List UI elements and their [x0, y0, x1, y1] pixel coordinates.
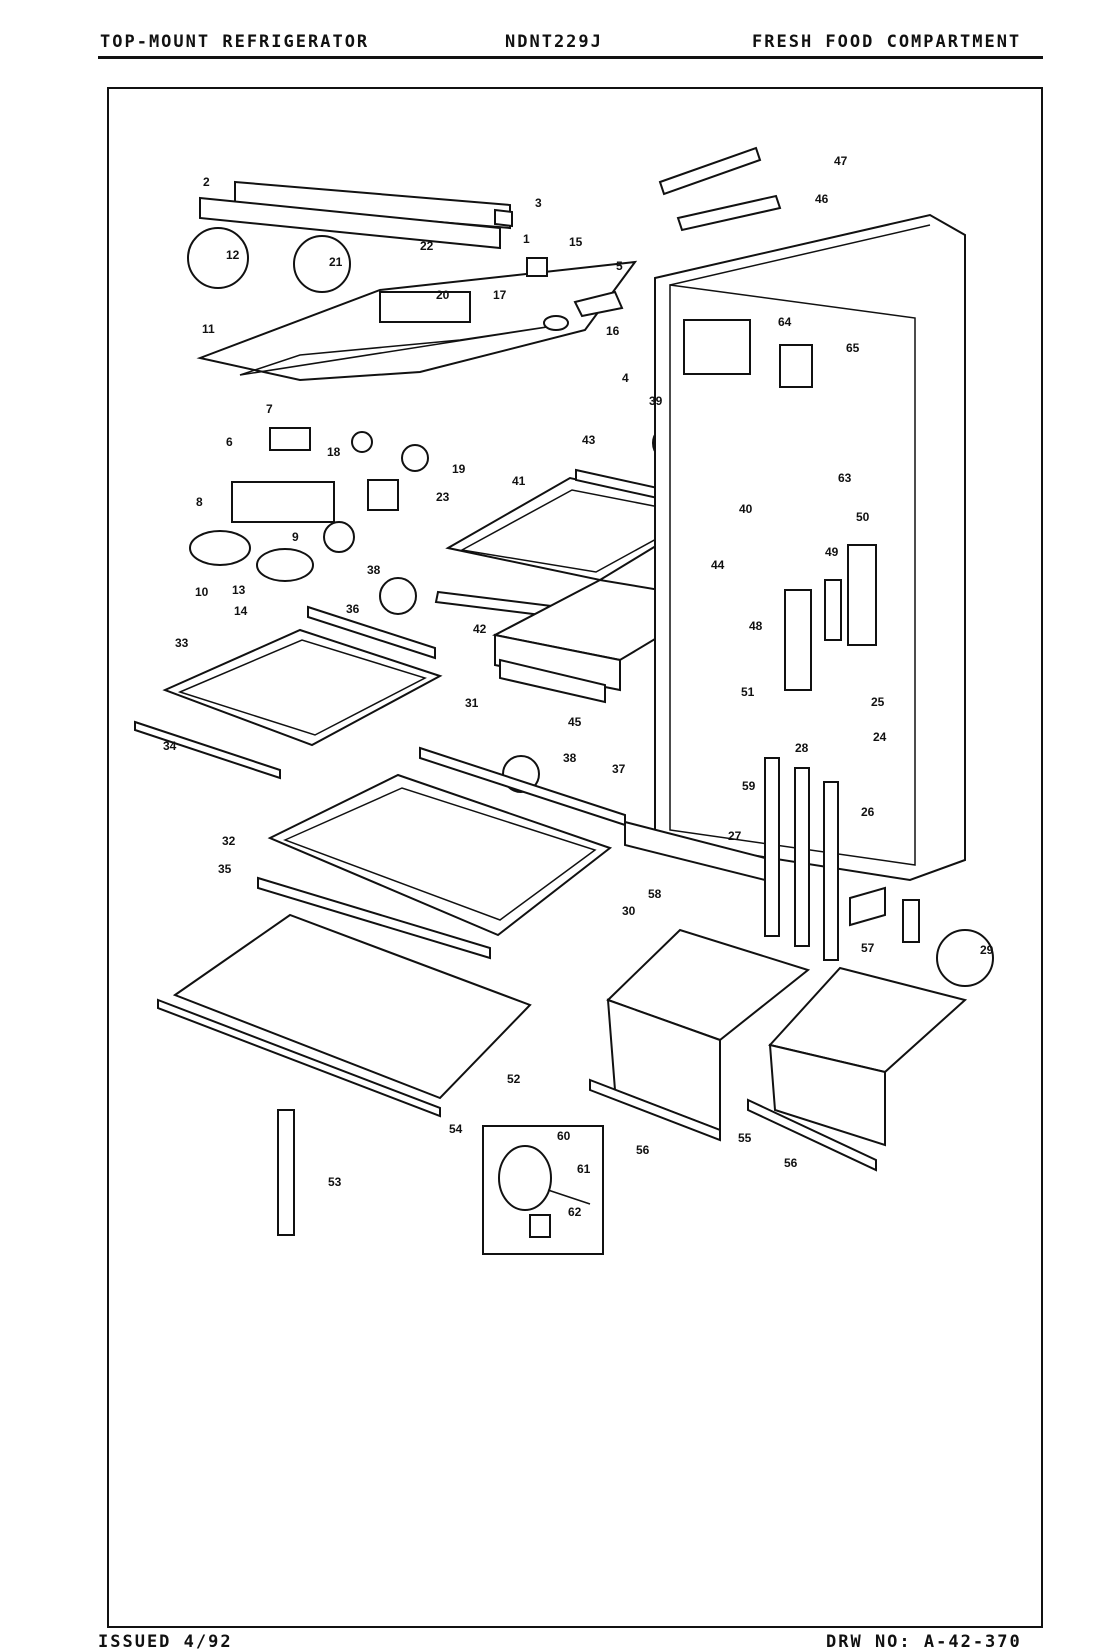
- callout-1: 1: [523, 232, 530, 246]
- callout-5: 5: [616, 259, 623, 273]
- callout-16: 16: [606, 324, 620, 338]
- callout-22: 22: [420, 239, 434, 253]
- callout-31: 31: [465, 696, 479, 710]
- callout-32: 32: [222, 834, 236, 848]
- callout-7: 7: [266, 402, 273, 416]
- callout-20: 20: [436, 288, 450, 302]
- header-rule: [98, 56, 1043, 59]
- callout-34: 34: [163, 739, 177, 753]
- callout-35: 35: [218, 862, 232, 876]
- callout-51: 51: [741, 685, 755, 699]
- exploded-parts-diagram: 1234567891011121314151617181920212223242…: [134, 146, 994, 1255]
- callout-47: 47: [834, 154, 848, 168]
- callout-30: 30: [622, 904, 636, 918]
- callout-27: 27: [728, 829, 742, 843]
- callout-12: 12: [226, 248, 240, 262]
- callout-60: 60: [557, 1129, 571, 1143]
- callout-9: 9: [292, 530, 299, 544]
- callout-50: 50: [856, 510, 870, 524]
- callout-17: 17: [493, 288, 507, 302]
- control-housing-tray: [196, 260, 638, 382]
- callout-63: 63: [838, 471, 852, 485]
- callout-38: 38: [563, 751, 577, 765]
- callout-29: 29: [980, 943, 994, 957]
- callout-64: 64: [778, 315, 792, 329]
- callout-53: 53: [328, 1175, 342, 1189]
- lower-center-shelf: [257, 746, 626, 960]
- callout-8: 8: [196, 495, 203, 509]
- callout-14: 14: [234, 604, 248, 618]
- callout-15: 15: [569, 235, 583, 249]
- callout-40: 40: [739, 502, 753, 516]
- wire-shelf: [157, 913, 532, 1118]
- callout-6: 6: [226, 435, 233, 449]
- callout-25: 25: [871, 695, 885, 709]
- callout-56: 56: [784, 1156, 798, 1170]
- cabinet-liner: [654, 213, 966, 882]
- callout-37: 37: [612, 762, 626, 776]
- callout-11: 11: [202, 322, 215, 336]
- roller-detail-box: [482, 1125, 604, 1255]
- callout-56: 56: [636, 1143, 650, 1157]
- callout-44: 44: [711, 558, 725, 572]
- crisper-cover-trim: [624, 820, 920, 943]
- callout-19: 19: [452, 462, 466, 476]
- header-title: TOP-MOUNT REFRIGERATOR: [100, 32, 370, 52]
- header-model-number: NDNT229J: [505, 32, 603, 52]
- callout-labels: 1234567891011121314151617181920212223242…: [163, 154, 994, 1219]
- callout-2: 2: [203, 175, 210, 189]
- top-trim-parts: [199, 180, 513, 250]
- callout-28: 28: [795, 741, 809, 755]
- crisper-drawers: [589, 928, 968, 1172]
- callout-4: 4: [622, 371, 629, 385]
- callout-10: 10: [195, 585, 209, 599]
- light-and-thermostat-parts: [189, 257, 624, 582]
- header-section: FRESH FOOD COMPARTMENT: [752, 32, 1022, 52]
- callout-54: 54: [449, 1122, 463, 1136]
- callout-3: 3: [535, 196, 542, 210]
- callout-39: 39: [649, 394, 663, 408]
- callout-43: 43: [582, 433, 596, 447]
- callout-45: 45: [568, 715, 582, 729]
- callout-52: 52: [507, 1072, 521, 1086]
- shelf-supports: [764, 757, 839, 961]
- callout-58: 58: [648, 887, 662, 901]
- callout-49: 49: [825, 545, 839, 559]
- callout-42: 42: [473, 622, 487, 636]
- issued-date: ISSUED 4/92: [98, 1632, 233, 1652]
- callout-62: 62: [568, 1205, 582, 1219]
- callout-61: 61: [577, 1162, 591, 1176]
- middle-left-shelf: [134, 605, 443, 780]
- callout-23: 23: [436, 490, 450, 504]
- callout-18: 18: [327, 445, 341, 459]
- callout-38: 38: [367, 563, 381, 577]
- callout-36: 36: [346, 602, 360, 616]
- callout-26: 26: [861, 805, 875, 819]
- callout-24: 24: [873, 730, 887, 744]
- callout-65: 65: [846, 341, 860, 355]
- drawing-number: DRW NO: A-42-370: [826, 1632, 1022, 1652]
- callout-33: 33: [175, 636, 189, 650]
- callout-57: 57: [861, 941, 875, 955]
- callout-59: 59: [742, 779, 756, 793]
- callout-41: 41: [512, 474, 526, 488]
- rod-part: [277, 1109, 295, 1236]
- freezer-trim-pieces: [658, 146, 782, 232]
- callout-48: 48: [749, 619, 763, 633]
- callout-21: 21: [329, 255, 343, 269]
- callout-13: 13: [232, 583, 246, 597]
- callout-46: 46: [815, 192, 829, 206]
- callout-55: 55: [738, 1131, 752, 1145]
